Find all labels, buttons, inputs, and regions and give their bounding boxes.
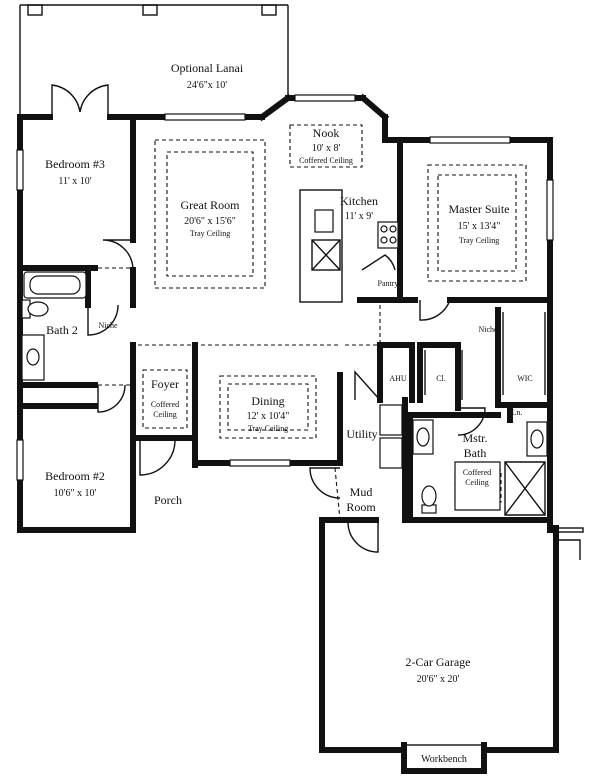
bath2-label: Bath 2 xyxy=(46,323,78,337)
niche-right-label: Niche xyxy=(478,325,498,334)
closet-label: Cl. xyxy=(436,374,446,383)
master-suite-dims: 15' x 13'4" xyxy=(458,221,501,232)
great-room-name: Great Room xyxy=(181,198,241,212)
dining-note: Tray Ceiling xyxy=(248,424,288,433)
interior-walls xyxy=(17,114,553,533)
great-room-dims: 20'6" x 15'6" xyxy=(184,216,236,227)
fixtures xyxy=(21,209,548,516)
kitchen-name: Kitchen xyxy=(340,194,378,208)
mstr-bath-note-line1: Coffered xyxy=(463,468,491,477)
lanai-name: Optional Lanai xyxy=(171,61,244,75)
nook-note: Coffered Ceiling xyxy=(299,156,353,165)
lanai-dims: 24'6"x 10' xyxy=(187,80,227,91)
windows xyxy=(16,94,554,481)
garage-dims: 20'6" x 20' xyxy=(417,674,460,685)
pantry-label: Pantry xyxy=(378,279,399,288)
wic-label: WIC xyxy=(517,374,533,383)
mud-room-line1: Mud xyxy=(350,485,373,499)
utility-label: Utility xyxy=(346,427,377,441)
master-suite-name: Master Suite xyxy=(449,202,510,216)
master-suite-note: Tray Ceiling xyxy=(459,236,499,245)
lanai-area xyxy=(19,4,289,115)
kitchen-dims: 11' x 9' xyxy=(345,211,373,222)
great-room-note: Tray Ceiling xyxy=(190,229,230,238)
foyer-name: Foyer xyxy=(151,377,179,391)
dining-dims: 12' x 10'4" xyxy=(247,411,290,422)
dining-name: Dining xyxy=(251,394,284,408)
foyer-note-line1: Coffered xyxy=(151,400,179,409)
room-labels: Optional Lanai 24'6"x 10' Nook 10' x 8' … xyxy=(45,61,533,765)
bedroom3-dims: 11' x 10' xyxy=(58,176,91,187)
mstr-bath-note-line2: Ceiling xyxy=(465,478,489,487)
dashed-lines xyxy=(98,124,527,521)
bedroom3-name: Bedroom #3 xyxy=(45,157,105,171)
linen-label: Ln. xyxy=(512,408,523,417)
garage-name: 2-Car Garage xyxy=(406,655,471,669)
nook-name: Nook xyxy=(313,126,340,140)
bedroom2-name: Bedroom #2 xyxy=(45,469,105,483)
porch-label: Porch xyxy=(154,493,182,507)
mstr-bath-name-line2: Bath xyxy=(464,446,487,460)
workbench-label: Workbench xyxy=(421,754,467,765)
niche-left-label: Niche xyxy=(98,321,118,330)
mstr-bath-name-line1: Mstr. xyxy=(462,431,487,445)
ahu-label: AHU xyxy=(389,374,407,383)
nook-dims: 10' x 8' xyxy=(312,143,341,154)
foyer-note-line2: Ceiling xyxy=(153,410,177,419)
mud-room-line2: Room xyxy=(346,500,376,514)
doors xyxy=(51,84,584,560)
bedroom2-dims: 10'6" x 10' xyxy=(54,488,97,499)
